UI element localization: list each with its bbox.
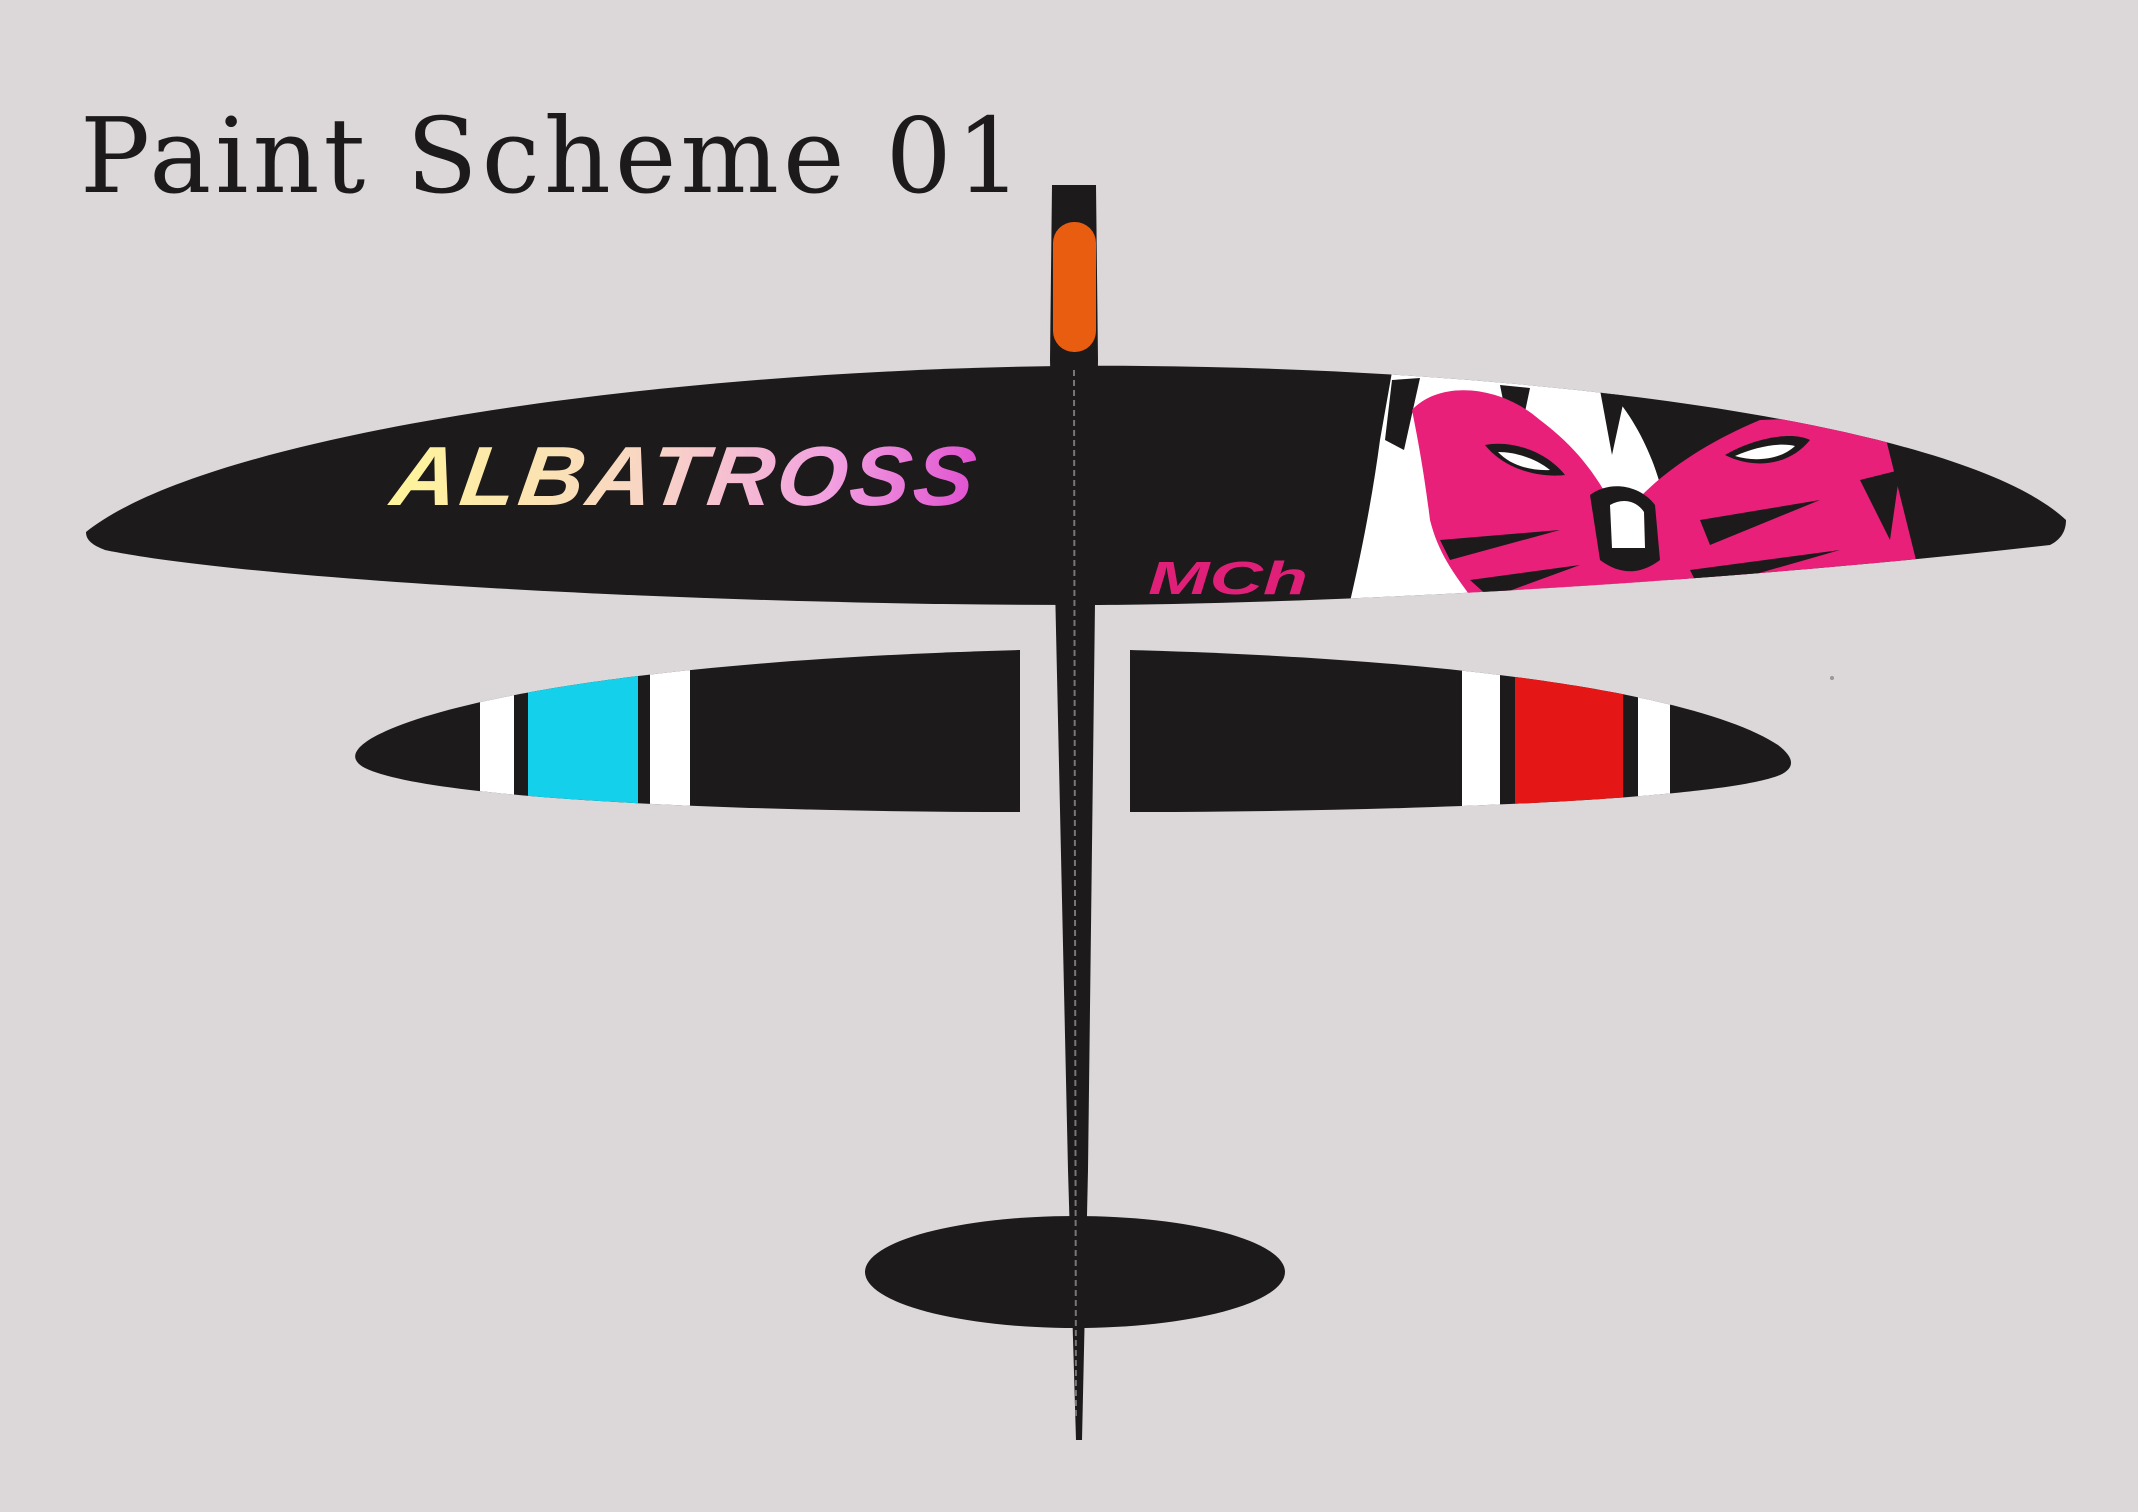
logo-decal: MCh	[1148, 552, 1308, 604]
right-stab-color-stripe	[1515, 650, 1623, 812]
speck	[1830, 676, 1834, 680]
left-stabilizer	[355, 650, 1020, 812]
left-stab-white-stripe-inner	[650, 650, 690, 812]
page-title: Paint Scheme 01	[80, 95, 1026, 217]
left-stab-color-stripe	[528, 650, 638, 812]
right-stab-white-stripe-outer	[1638, 650, 1670, 812]
eagle-artwork	[1348, 372, 1916, 605]
right-stabilizer	[1130, 650, 1792, 812]
fuselage-seam	[1073, 369, 1077, 1421]
name-decal: ALBATROSS	[384, 429, 984, 523]
left-stab-white-stripe-outer	[480, 650, 514, 812]
right-stab-white-stripe-inner	[1462, 650, 1500, 812]
canopy	[1053, 222, 1096, 352]
fuselage	[1050, 185, 1098, 1440]
